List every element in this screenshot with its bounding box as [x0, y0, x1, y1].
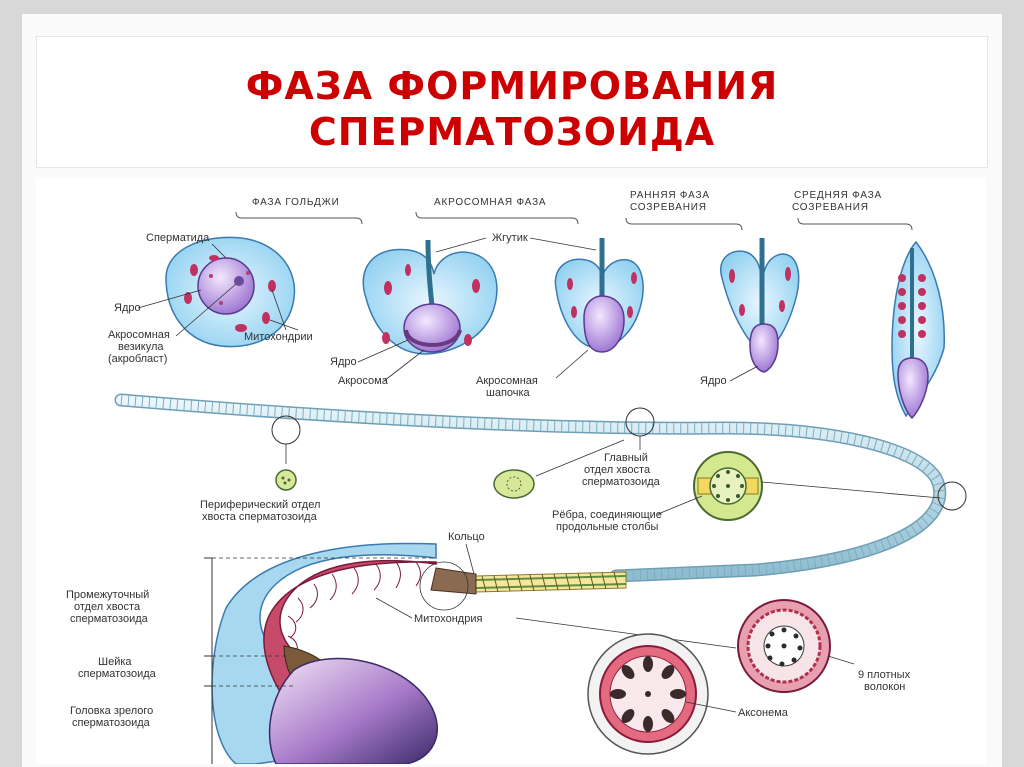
- label-nucleus-golgi: Ядро: [114, 302, 141, 314]
- label-mitochondrion: Митохондрия: [414, 613, 482, 625]
- ribs-cross-section: [693, 451, 763, 521]
- header-middle-maturation-2: СОЗРЕВАНИЯ: [792, 202, 869, 213]
- header-early-maturation-2: СОЗРЕВАНИЯ: [630, 202, 707, 213]
- label-nucleus-early: Ядро: [700, 375, 727, 387]
- header-middle-maturation-1: СРЕДНЯЯ ФАЗА: [794, 190, 882, 201]
- label-acrosomal-cap-2: шапочка: [486, 387, 531, 399]
- label-peripheral-1: Периферический отдел: [200, 499, 320, 511]
- label-neck-2: сперматозоида: [78, 668, 157, 680]
- label-acrosomal-vesicle-1: Акросомная: [108, 329, 170, 341]
- acrosomal-cell-1: [362, 239, 498, 355]
- label-main-tail-3: сперматозоида: [582, 476, 661, 488]
- label-peripheral-2: хвоста сперматозоида: [202, 511, 318, 523]
- label-acrosomal-vesicle-2: везикула: [118, 341, 164, 353]
- sperm-head: [268, 657, 439, 764]
- label-main-tail-1: Главный: [604, 452, 648, 464]
- label-spermatid: Сперматида: [146, 232, 210, 244]
- acrosomal-vesicle: [234, 276, 244, 286]
- label-dense-fibers-1: 9 плотных: [858, 669, 911, 681]
- midpiece: [430, 567, 627, 595]
- label-nucleus-acrosomal: Ядро: [330, 356, 357, 368]
- early-maturation-cell: [719, 238, 800, 373]
- header-bracket-early: [625, 217, 743, 231]
- header-golgi-phase: ФАЗА ГОЛЬДЖИ: [252, 197, 340, 208]
- peripheral-tail-section: [275, 469, 297, 491]
- main-tail-small-section: [493, 469, 535, 499]
- label-acrosomal-vesicle-3: (акробласт): [108, 353, 167, 365]
- label-main-tail-2: отдел хвоста: [584, 464, 651, 476]
- label-acrosomal-cap-1: Акросомная: [476, 375, 538, 387]
- label-mitochondria: Митохондрии: [244, 331, 313, 343]
- title-box: ФАЗА ФОРМИРОВАНИЯ СПЕРМАТОЗОИДА: [36, 36, 988, 168]
- header-acrosome-phase: АКРОСОМНАЯ ФАЗА: [434, 197, 546, 208]
- mature-sperm-body: [211, 542, 439, 764]
- acrosomal-nucleus-1: [403, 303, 461, 353]
- phase-headers: ФАЗА ГОЛЬДЖИ АКРОСОМНАЯ ФАЗА РАННЯЯ ФАЗА…: [235, 190, 913, 231]
- label-acrosome: Акросома: [338, 375, 389, 387]
- label-head-1: Головка зрелого: [70, 705, 153, 717]
- spermatid-cell: [165, 236, 296, 348]
- label-dense-fibers-2: волокон: [864, 681, 905, 693]
- label-neck-1: Шейка: [98, 656, 132, 668]
- label-head-2: сперматозоида: [72, 717, 151, 729]
- middle-nucleus: [897, 357, 929, 420]
- label-axoneme: Аксонема: [738, 707, 789, 719]
- midpiece-cross-section: [737, 599, 831, 693]
- label-ribs-1: Рёбра, соединяющие: [552, 509, 662, 521]
- spermatid-nucleus: [197, 257, 255, 315]
- acrosomal-cell-2: [554, 237, 644, 353]
- label-midpiece-2: отдел хвоста: [74, 601, 141, 613]
- header-bracket-golgi: [235, 211, 363, 225]
- header-bracket-middle: [797, 217, 913, 231]
- spermiogenesis-diagram: ФАЗА ГОЛЬДЖИ АКРОСОМНАЯ ФАЗА РАННЯЯ ФАЗА…: [66, 190, 967, 764]
- label-midpiece-1: Промежуточный: [66, 589, 149, 601]
- middle-maturation-cell: [891, 240, 945, 420]
- title-line-1: ФАЗА ФОРМИРОВАНИЯ: [245, 64, 779, 108]
- header-bracket-acrosome: [415, 211, 579, 225]
- early-nucleus: [749, 323, 779, 373]
- label-ribs-2: продольные столбы: [556, 521, 659, 533]
- label-midpiece-3: сперматозоида: [70, 613, 149, 625]
- sperm-tail: [114, 393, 947, 583]
- slide-title: ФАЗА ФОРМИРОВАНИЯ СПЕРМАТОЗОИДА: [37, 63, 987, 155]
- left-brackets: [204, 557, 213, 764]
- diagram-canvas: ФАЗА ГОЛЬДЖИ АКРОСОМНАЯ ФАЗА РАННЯЯ ФАЗА…: [36, 178, 986, 764]
- axoneme-cross-section: [587, 633, 709, 755]
- header-early-maturation-1: РАННЯЯ ФАЗА: [630, 190, 710, 201]
- label-flagellum: Жгутик: [492, 232, 528, 244]
- title-line-2: СПЕРМАТОЗОИДА: [308, 110, 716, 154]
- acrosomal-nucleus-2: [583, 295, 625, 353]
- label-ring: Кольцо: [448, 531, 485, 543]
